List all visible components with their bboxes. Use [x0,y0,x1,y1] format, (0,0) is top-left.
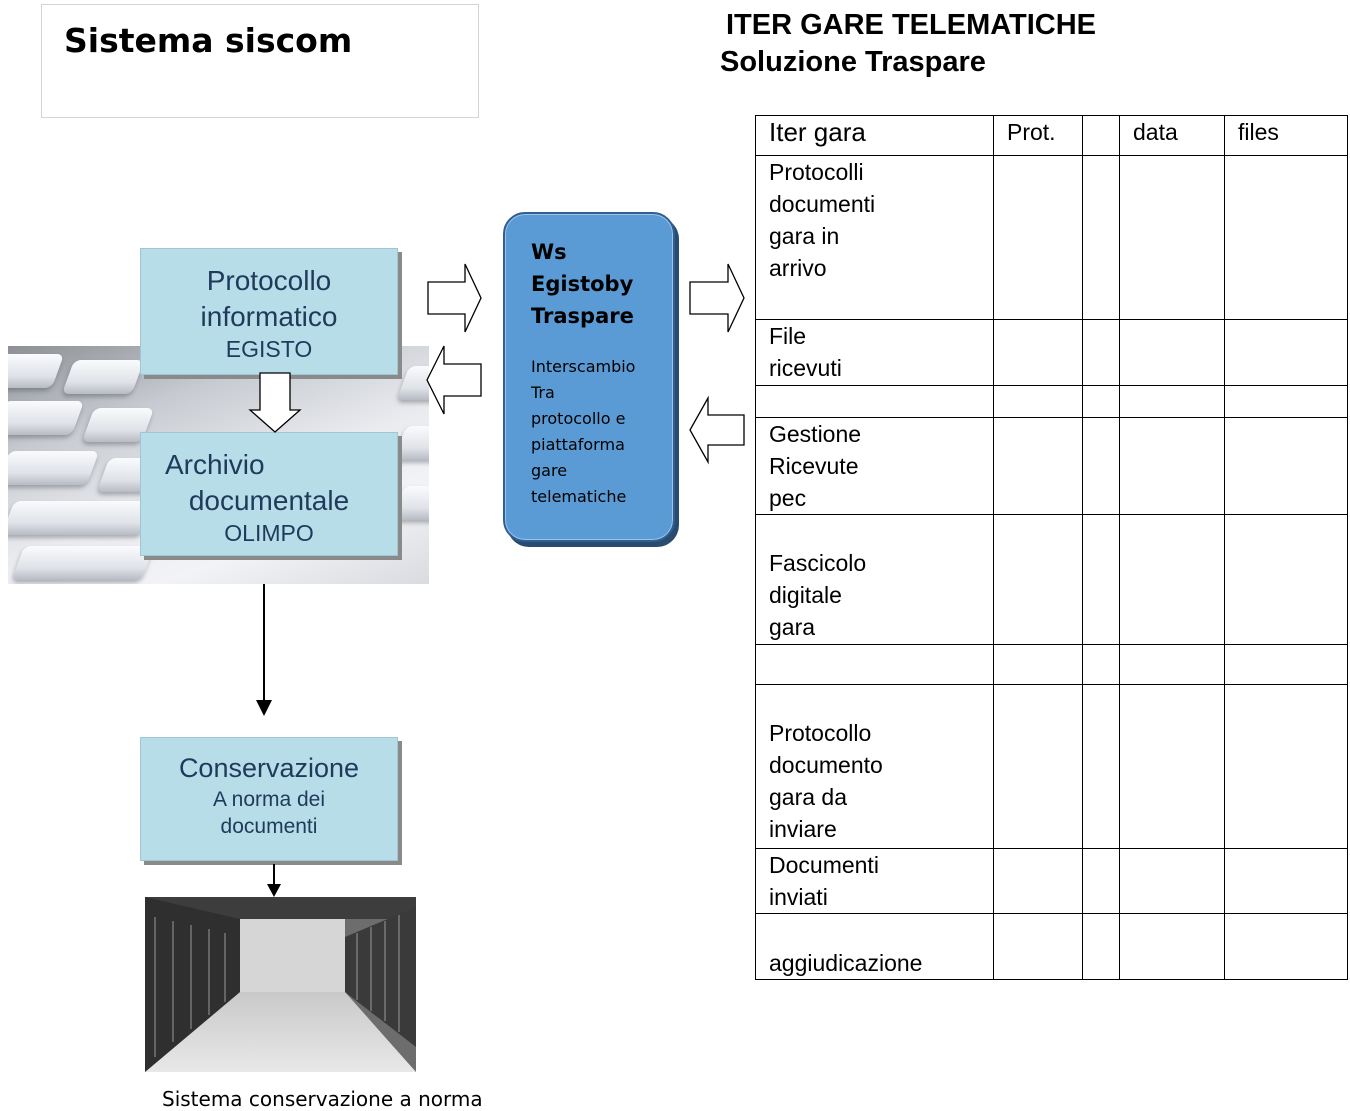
conservazione-line1: Conservazione [178,753,360,783]
arrow-left-icon [426,345,482,415]
column-header: Iter gara [755,115,994,156]
column-header: data [1119,115,1225,156]
conservazione-box: Conservazione A norma dei documenti [140,737,398,861]
column-header: Prot. [993,115,1083,156]
protocollo-line1: Protocollo [206,265,332,296]
conservazione-line3: documenti [220,815,318,838]
ws-egisto-box: Ws Egistoby Traspare Interscambio Tra pr… [503,212,675,542]
arrow-right-icon [427,263,482,333]
system-title: Sistema siscom [64,21,353,60]
protocollo-box: Protocollo informatico EGISTO [140,248,398,375]
server-room-image [145,897,416,1072]
column-header: files [1224,115,1348,156]
row-label: aggiudicazione [755,913,994,980]
system-title-box: Sistema siscom [41,4,479,118]
arrow-left-icon [689,395,745,465]
ws-line2: Egistoby [531,272,634,296]
archivio-line1: Archivio [165,449,265,480]
table-header-row: Iter gara Prot. data files [755,115,1348,156]
archivio-box: Archivio documentale OLIMPO [140,432,398,556]
arrow-down-icon [248,372,302,433]
diagram-title: ITER GARE TELEMATICHE [726,9,1097,41]
table-row [755,644,1348,685]
ws-desc-line: protocollo e [531,409,626,428]
conservazione-line2: A norma dei [212,788,326,811]
ws-line1: Ws [531,240,567,264]
archivio-line3: OLIMPO [224,520,314,546]
table-row [755,385,1348,418]
column-header [1082,115,1120,156]
ws-desc-line: telematiche [531,487,627,506]
ws-desc-line: gare [531,461,568,480]
archivio-line2: documentale [188,485,350,516]
ws-desc-line: Interscambio [531,357,636,376]
arrowhead-down-icon [267,884,281,897]
server-caption: Sistema conservazione a norma [162,1087,483,1111]
table-row: aggiudicazione [755,913,1348,980]
arrowhead-down-icon [256,700,272,716]
protocollo-line2: informatico [200,301,338,332]
protocollo-line3: EGISTO [225,336,313,362]
diagram-subtitle: Soluzione Traspare [720,46,986,78]
arrow-right-icon [689,263,745,333]
ws-desc-line: piattaforma [531,435,625,454]
ws-desc-line: Tra [531,383,555,402]
ws-line3: Traspare [531,304,634,328]
